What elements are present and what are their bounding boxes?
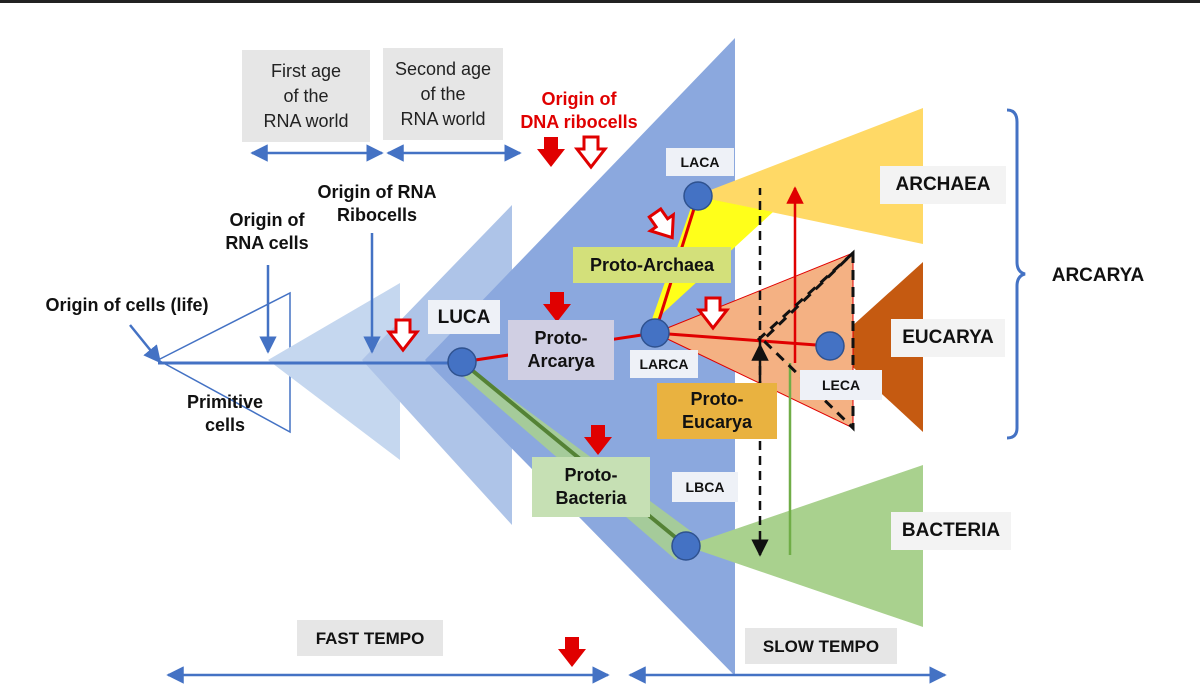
- luca-label: LUCA: [428, 300, 500, 334]
- proto-bacteria-label: Proto- Bacteria: [532, 457, 650, 517]
- proto-arcarya-label: Proto- Arcarya: [508, 320, 614, 380]
- origin-rna-ribocells-label: Origin of RNA Ribocells: [317, 182, 437, 225]
- arcarya-label: ARCARYA: [1051, 264, 1145, 286]
- solid-red-arrow-arcarya: [543, 292, 571, 322]
- leca-label: LECA: [800, 370, 882, 400]
- lbca-node: [671, 531, 701, 561]
- hollow-red-arrow-luca: [385, 318, 421, 353]
- laca-node: [683, 181, 713, 211]
- dashed-diagonal: [756, 251, 855, 342]
- lbca-label: LBCA: [672, 472, 738, 502]
- luca-node: [447, 347, 477, 377]
- proto-eucarya-label: Proto- Eucarya: [657, 383, 777, 439]
- hollow-red-arrow-eucarya: [695, 296, 731, 331]
- eucarya-cone: [830, 262, 923, 432]
- larca-label: LARCA: [630, 350, 698, 378]
- leca-node: [815, 331, 845, 361]
- solid-red-arrow-tempo: [558, 637, 586, 667]
- rna-cells-cone: [268, 283, 400, 460]
- bacteria-cone: [686, 465, 923, 627]
- dashed-triangle: [760, 249, 855, 432]
- fast-tempo-label: FAST TEMPO: [297, 620, 443, 656]
- archaea-cone: [695, 108, 923, 244]
- origin-life-arrow: [129, 324, 162, 364]
- top-border: [0, 0, 1200, 3]
- origin-rna-cells-label: Origin of RNA cells: [225, 210, 309, 253]
- origin-of-life-label: Origin of cells (life): [45, 294, 209, 315]
- eucarya-label: EUCARYA: [891, 319, 1005, 357]
- bacteria-label: BACTERIA: [891, 512, 1011, 550]
- proto-archaea-label: Proto-Archaea: [573, 247, 731, 283]
- arcarya-bracket: [1006, 108, 1026, 440]
- first-age-label: First age of the RNA world: [242, 50, 370, 142]
- solid-red-arrow-bacteria: [584, 425, 612, 455]
- slow-tempo-label: SLOW TEMPO: [745, 628, 897, 664]
- solid-red-arrow-dna: [537, 137, 565, 167]
- laca-label: LACA: [666, 148, 734, 176]
- hollow-red-arrow-archaea: [647, 206, 676, 240]
- second-age-label: Second age of the RNA world: [383, 48, 503, 140]
- primitive-cells-label: Primitive cells: [186, 392, 264, 435]
- origin-dna-ribocells-label: Origin of DNA ribocells: [520, 89, 638, 132]
- archaea-label: ARCHAEA: [880, 166, 1006, 204]
- hollow-red-arrow-dna: [573, 135, 609, 170]
- larca-node: [640, 318, 670, 348]
- larca-leca-line: [654, 331, 831, 348]
